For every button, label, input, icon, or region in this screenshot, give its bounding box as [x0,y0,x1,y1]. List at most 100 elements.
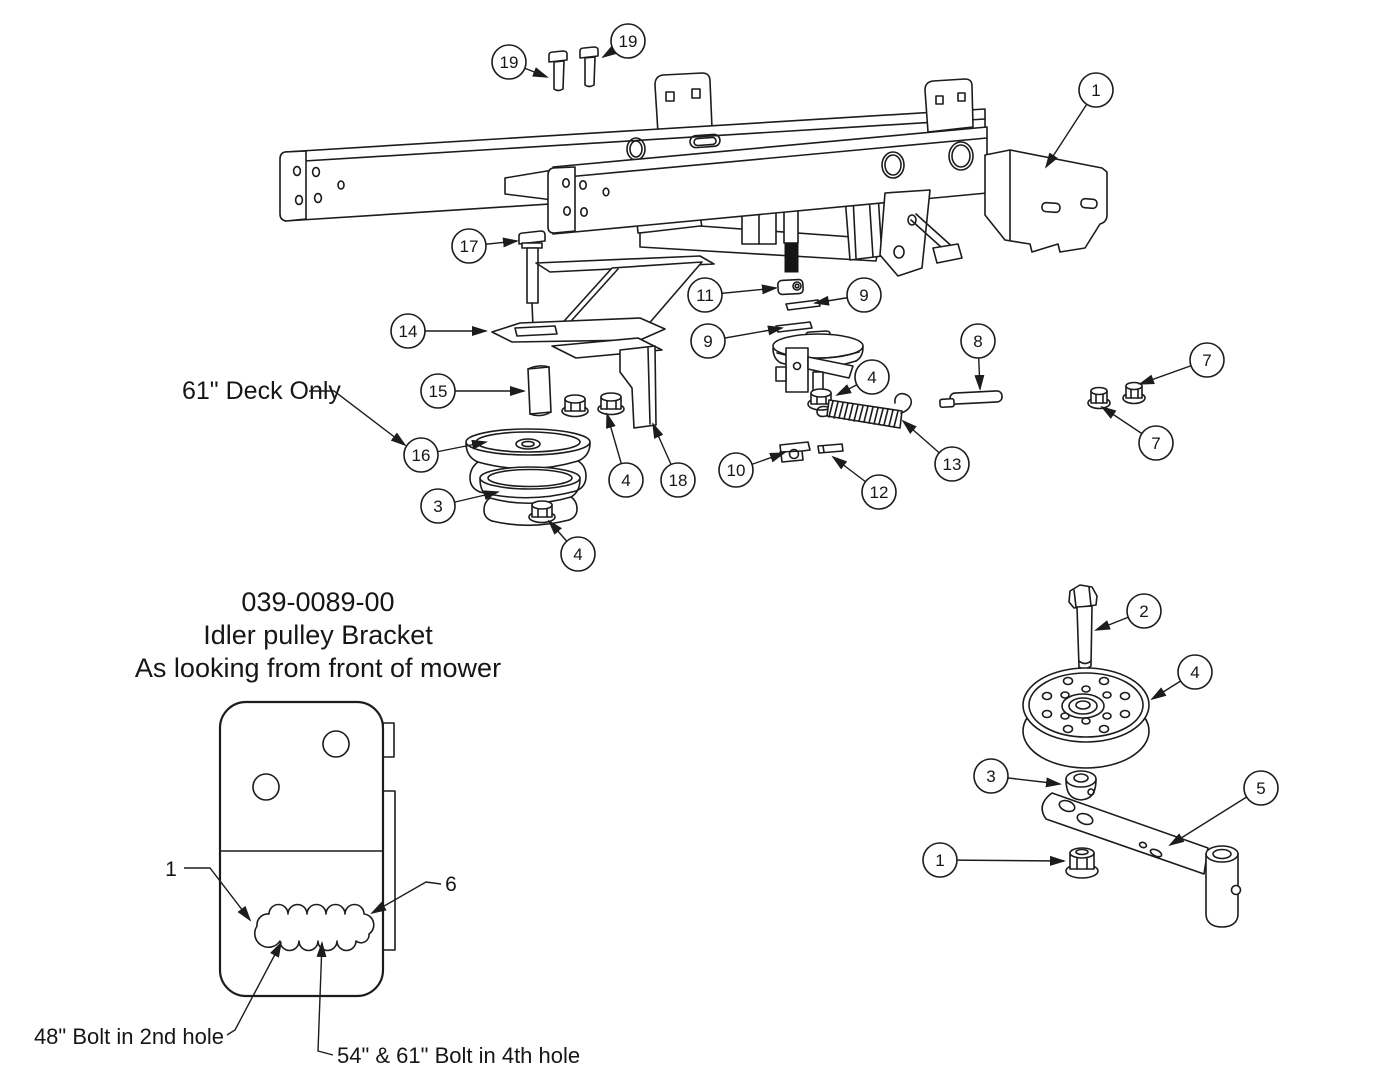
bracket-hole-lower [252,773,280,801]
bracket-outline [218,700,385,998]
callout-19-right: 19 [610,23,646,59]
callout-4-nutpair: 4 [608,462,644,498]
callout-7-lower-label: 7 [1151,434,1160,453]
callout-18: 18 [660,462,696,498]
deck-note-leader [309,390,407,447]
callout-3: 3 [420,488,456,524]
part-keeper-12 [817,443,844,454]
bracket-scallop-slot [254,903,375,952]
bracket-title-part-number: 039-0089-00 [241,587,394,617]
callout-2-bolt: 2 [1126,593,1162,629]
callout-15-label: 15 [429,382,448,401]
callout-11-label: 11 [696,286,714,305]
callout-4-bottomnut-label: 4 [573,545,582,564]
note-54-61-bolt: 54" & 61" Bolt in 4th hole [337,1043,580,1068]
callout-15: 15 [420,373,456,409]
callout-14-label: 14 [399,322,418,341]
part-weldment-bracket [879,149,1108,277]
part-washer-9-lower [775,321,813,333]
part-nut-7-lower [1087,386,1111,410]
bracket-label-1: 1 [165,858,177,881]
part-idler-pivot-assembly [772,330,864,411]
callout-7-lower: 7 [1138,425,1174,461]
part-nut-4-bottom [528,500,556,524]
main-callouts: 19 19 1 17 14 11 9 9 8 7 7 4 13 15 16 3 … [390,23,1225,572]
callout-3-collar-label: 3 [986,767,995,786]
callout-2-bolt-label: 2 [1139,602,1148,621]
part-bolt-19-left [548,50,568,92]
bracket-label-6: 6 [445,873,457,896]
callout-8: 8 [960,323,996,359]
callout-5-arm: 5 [1243,770,1279,806]
bracket-tab-lower [382,790,396,951]
part-bolt-2 [1068,584,1098,670]
bracket-hole-upper [322,730,350,758]
bracket-tab-upper [382,722,395,758]
part-nut-1 [1065,847,1099,879]
callout-4-nutpair-label: 4 [621,471,630,490]
callout-17-label: 17 [460,237,479,256]
part-hinge-plate-14 [491,255,715,343]
callout-18-label: 18 [669,471,688,490]
pulley-callouts: 2 4 3 5 1 [922,593,1279,878]
callout-7-upper-label: 7 [1202,351,1211,370]
callout-4-springbolt-label: 4 [867,368,876,387]
main-assembly-artwork [279,46,1146,527]
callout-7-upper: 7 [1189,342,1225,378]
part-bolt-19-right [579,46,599,88]
callout-9-upper-label: 9 [859,286,868,305]
callout-1-nut: 1 [922,842,958,878]
callout-12-label: 12 [870,483,889,502]
annotations: 61" Deck Only 039-0089-00 Idler pulley B… [34,377,580,1068]
part-spring-13 [816,392,913,429]
part-idler-arm-5 [1041,792,1242,928]
callout-14: 14 [390,313,426,349]
pulley-subassembly-artwork [1022,584,1242,928]
part-bolt-17 [518,230,546,328]
callout-9-upper: 9 [846,277,882,313]
callout-12: 12 [861,474,897,510]
callout-9-lower: 9 [690,323,726,359]
callout-19-left-label: 19 [500,53,519,72]
callout-5-arm-label: 5 [1256,779,1265,798]
callout-19-left: 19 [491,44,527,80]
callout-13-label: 13 [943,455,962,474]
callout-16: 16 [403,437,439,473]
bracket-title-view-note: As looking from front of mower [135,653,501,683]
part-hanger-tab-front [924,78,974,133]
note-48-bolt: 48" Bolt in 2nd hole [34,1024,224,1049]
callout-13: 13 [934,446,970,482]
callout-4-flatidler-label: 4 [1190,663,1199,682]
part-channel-bracket [633,185,883,273]
callout-11: 11 [687,277,723,313]
part-frame-beam-front [504,78,988,235]
callout-4-springbolt: 4 [854,359,890,395]
part-washer-9-upper [785,299,821,311]
part-collar-3 [1065,770,1097,801]
part-stud-black [784,242,799,273]
callout-10-label: 10 [727,461,746,480]
callout-9-lower-label: 9 [703,332,712,351]
bracket-detail-artwork [218,700,396,998]
part-hanger-tab-rear [654,72,713,134]
part-pin-8 [939,390,1003,409]
callout-17: 17 [451,228,487,264]
part-pulley-16 [465,428,591,499]
callout-10: 10 [718,452,754,488]
bracket-title-name: Idler pulley Bracket [203,620,433,650]
part-nut-4-pair [561,392,625,418]
callout-8-label: 8 [973,332,982,351]
part-clamp-10 [779,441,811,463]
callout-3-collar: 3 [973,758,1009,794]
part-flat-idler-4 [1022,667,1150,769]
callout-4-flatidler: 4 [1177,654,1213,690]
part-spacer-11 [777,278,804,296]
part-nut-7-upper [1122,381,1146,405]
deck-only-note: 61" Deck Only [182,377,341,405]
part-spacer-15 [527,365,552,417]
callout-1-frame-label: 1 [1091,81,1100,100]
callout-4-bottomnut: 4 [560,536,596,572]
part-angle-bracket-18 [551,337,663,429]
